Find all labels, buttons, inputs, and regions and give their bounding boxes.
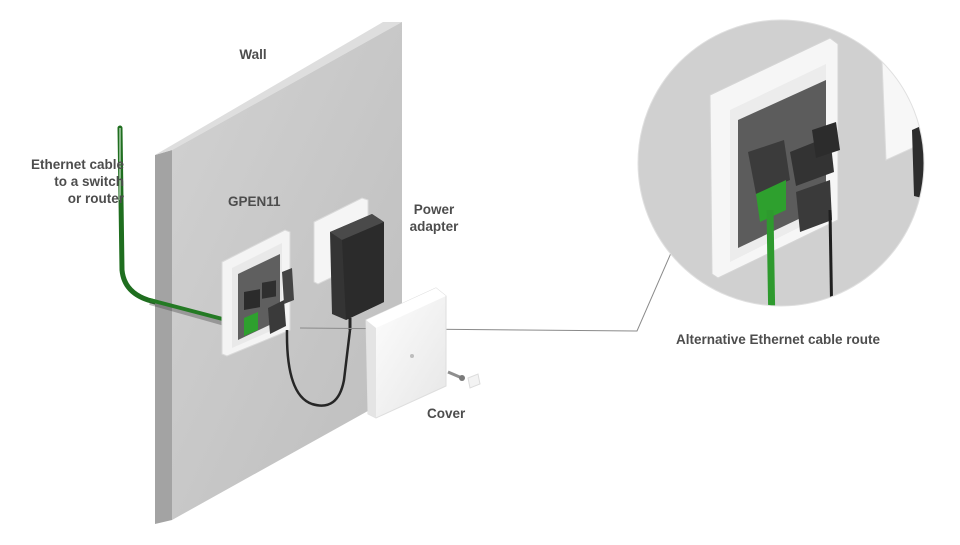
ethernet-cable-incoming [117, 125, 235, 327]
gpen11-device [221, 229, 294, 357]
power-cable [285, 329, 352, 407]
power-adapter-label: Power adapter [409, 202, 459, 234]
wall-top [155, 22, 402, 155]
power-adapter [313, 197, 384, 330]
wall-side [155, 150, 172, 524]
zoom-detail [637, 19, 925, 307]
cover-label: Cover [427, 406, 466, 421]
alt-route-label: Alternative Ethernet cable route [676, 332, 881, 347]
screw [447, 370, 481, 389]
wall-label: Wall [239, 47, 267, 62]
gpen11-label: GPEN11 [228, 194, 281, 209]
cover [365, 287, 447, 419]
ethernet-cable-label: Ethernet cable to a switch or router [30, 157, 124, 206]
